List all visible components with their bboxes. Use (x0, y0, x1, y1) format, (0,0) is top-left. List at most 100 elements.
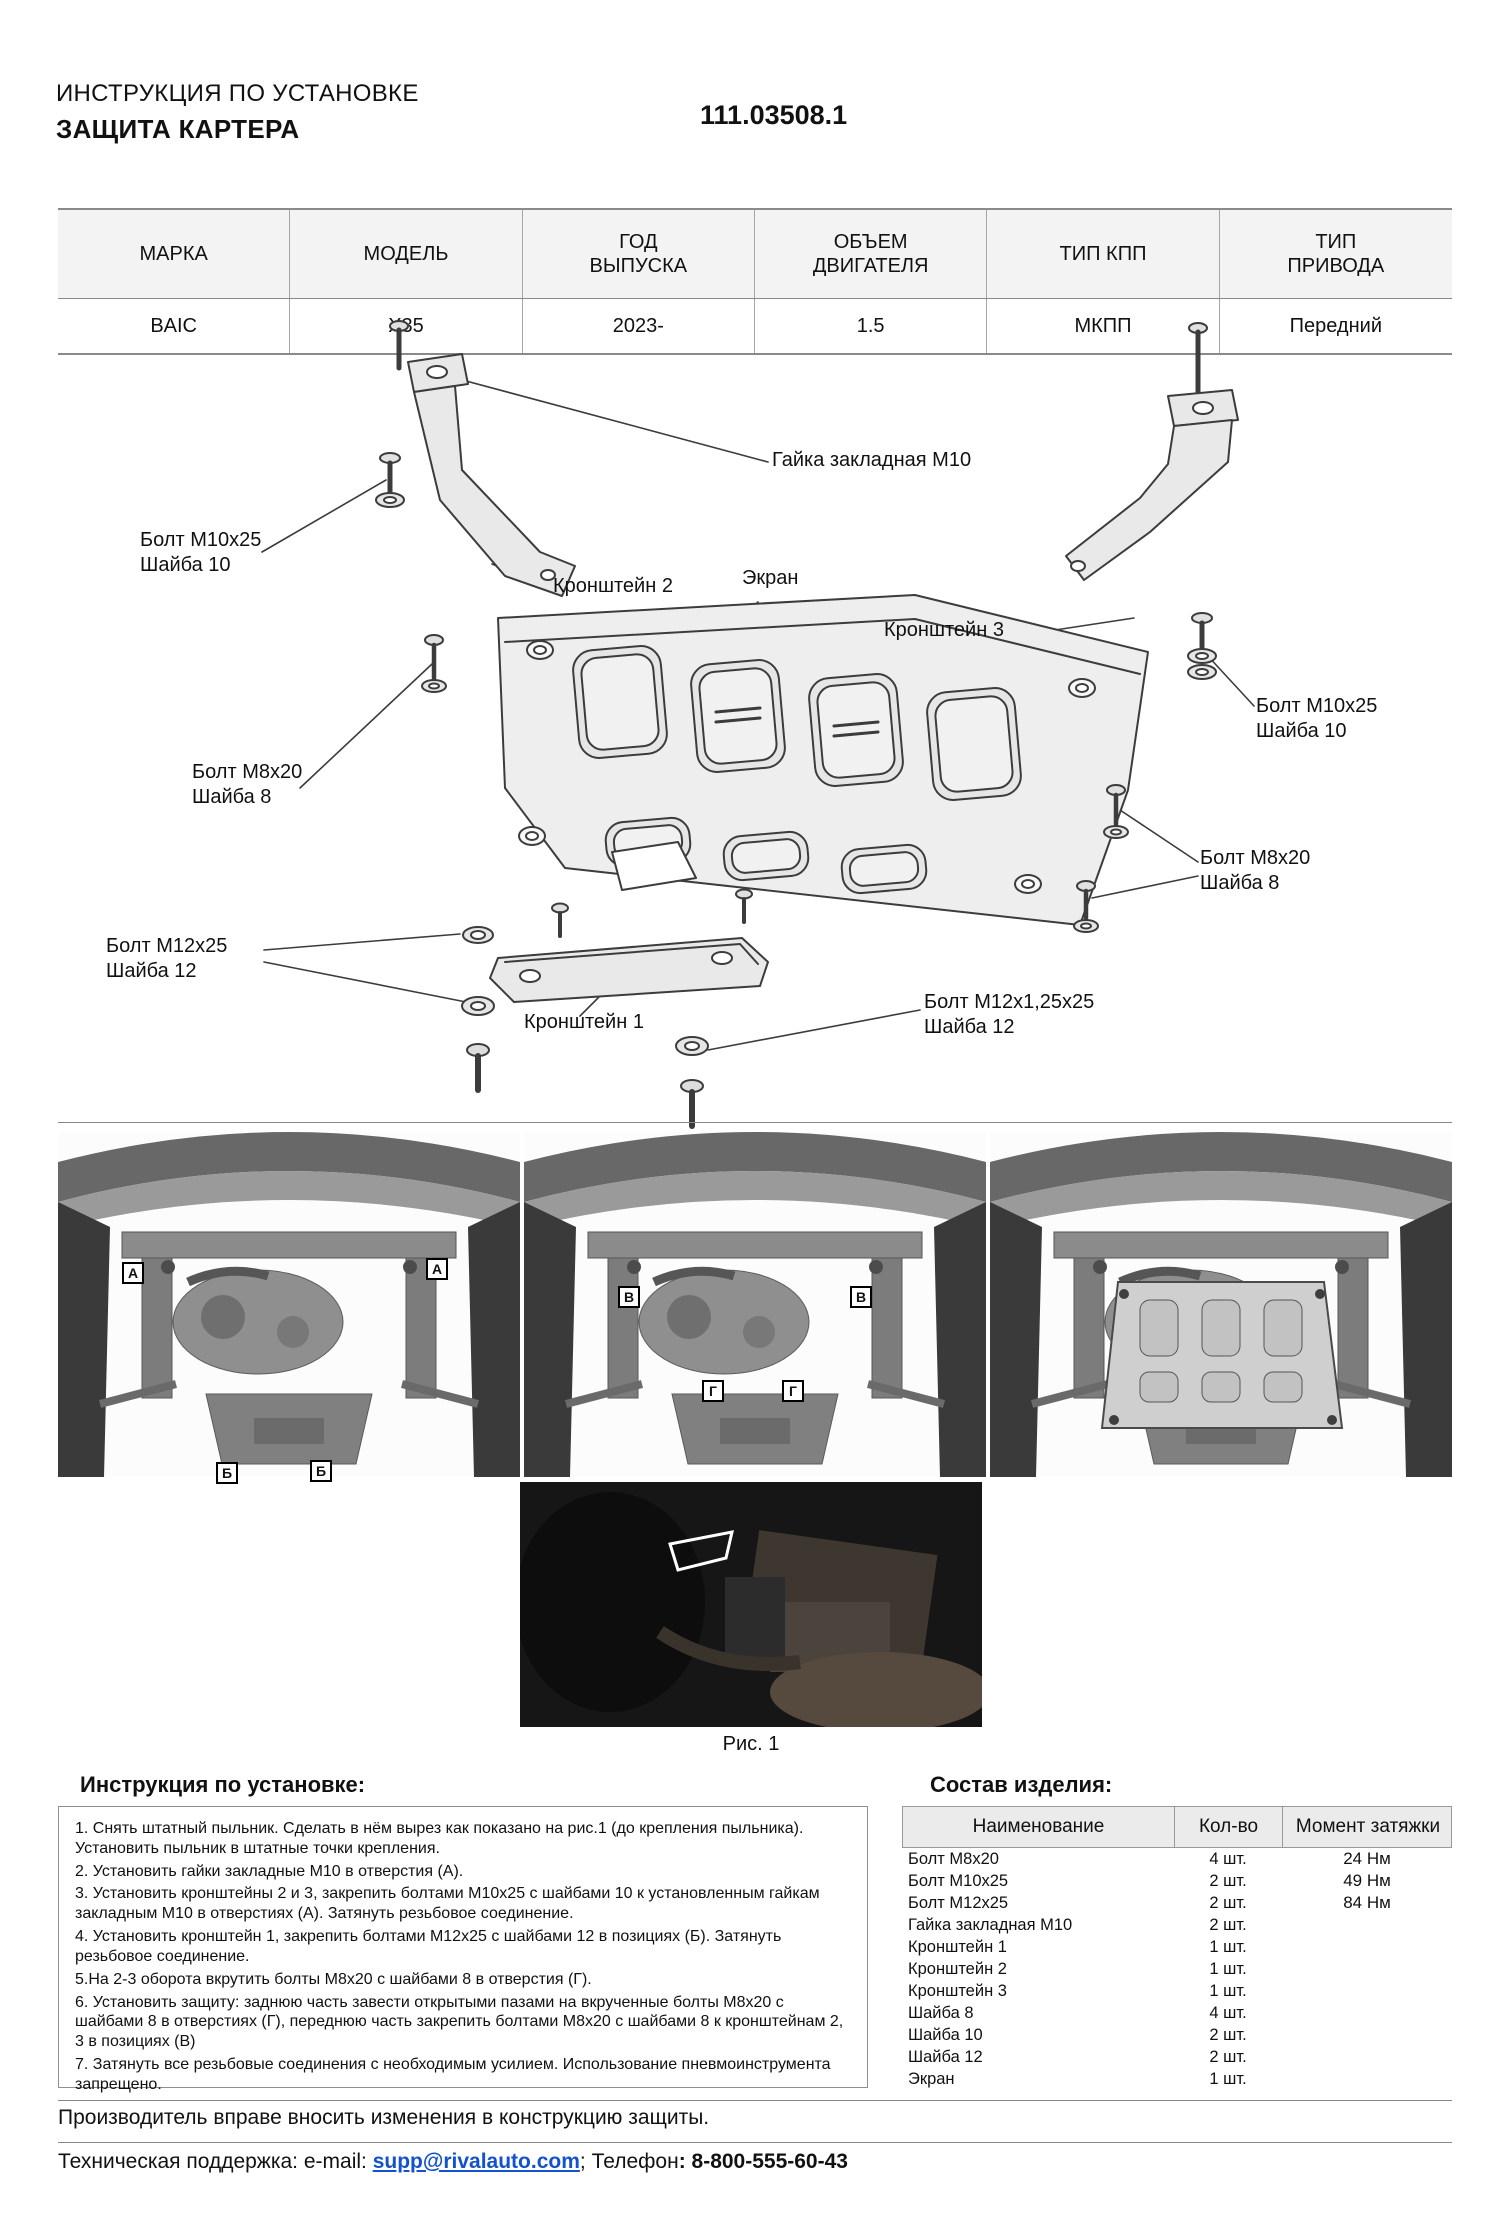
parts-row: Болт М10х25 2 шт. 49 Нм (902, 1870, 1452, 1892)
spec-header-year: ГОД ВЫПУСКА (523, 210, 755, 298)
parts-col-name: Наименование (903, 1807, 1175, 1847)
bolt-m8-right-drawing (1073, 784, 1129, 933)
spec-table-header-row: МАРКА МОДЕЛЬ ГОД ВЫПУСКА ОБЪЕМ ДВИГАТЕЛЯ… (58, 210, 1452, 299)
manufacturer-disclaimer: Производитель вправе вносить изменения в… (58, 2106, 710, 2129)
bracket-1-drawing (489, 937, 769, 1003)
instruction-step: 2. Установить гайки закладные М10 в отве… (75, 1862, 464, 1880)
label-bolt-m8-left: Болт М8х20 Шайба 8 (192, 761, 303, 808)
parts-table-header: Наименование Кол-во Момент затяжки (902, 1806, 1452, 1848)
support-email-link[interactable]: supp@rivalauto.com (372, 2150, 580, 2173)
parts-row: Гайка закладная М10 2 шт. (902, 1914, 1452, 1936)
part-qty: 2 шт. (1209, 1915, 1247, 1934)
instruction-step: 3. Установить кронштейны 2 и 3, закрепит… (75, 1885, 820, 1923)
support-line: Техническая поддержка: e-mail: supp@riva… (58, 2150, 848, 2174)
part-name: Кронштейн 2 (908, 1959, 1007, 1978)
callout-v-marker: В (850, 1286, 872, 1308)
support-prefix: Техническая поддержка: e-mail: (58, 2150, 373, 2173)
parts-row: Экран 1 шт. (902, 2068, 1452, 2090)
product-title: ЗАЩИТА КАРТЕРА (56, 114, 300, 144)
part-torque: 84 Нм (1343, 1893, 1391, 1912)
part-name: Кронштейн 3 (908, 1981, 1007, 2000)
instructions-title: Инструкция по установке: (80, 1772, 366, 1797)
plate-holes (518, 640, 1096, 894)
phone-label: Телефон (591, 2150, 679, 2173)
part-name: Болт М8х20 (908, 1849, 999, 1868)
part-qty: 1 шт. (1209, 2069, 1247, 2088)
instruction-step: 6. Установить защиту: заднюю часть завес… (75, 1993, 844, 2051)
spec-header-engine: ОБЪЕМ ДВИГАТЕЛЯ (755, 210, 988, 298)
plate-vents (714, 706, 880, 738)
bolt-m12-left-drawing (461, 926, 495, 1093)
spec-value-engine: 1.5 (755, 299, 988, 353)
part-name: Шайба 8 (908, 2003, 974, 2022)
part-name: Кронштейн 1 (908, 1937, 1007, 1956)
part-qty: 2 шт. (1209, 1871, 1247, 1890)
label-bolt-m10-left: Болт М10х25 Шайба 10 (140, 529, 262, 576)
part-name: Болт М10х25 (908, 1871, 1009, 1890)
screen-plate-drawing (497, 594, 1149, 926)
plate-slots (572, 645, 1022, 801)
photo-underbody-holes-v-g (524, 1132, 986, 1477)
spec-header-brand: МАРКА (58, 210, 291, 298)
parts-row: Шайба 8 4 шт. (902, 2002, 1452, 2024)
plate-cutout (611, 841, 697, 891)
rear-bolts-drawing (551, 888, 753, 938)
part-name: Шайба 12 (908, 2047, 983, 2066)
part-number: 111.03508.1 (700, 100, 848, 130)
part-torque: 49 Нм (1343, 1871, 1391, 1890)
part-qty: 2 шт. (1209, 2025, 1247, 2044)
bolt-m12-right-drawing (675, 1036, 709, 1129)
instruction-step: 1. Снять штатный пыльник. Сделать в нём … (75, 1820, 804, 1857)
parts-row: Шайба 10 2 шт. (902, 2024, 1452, 2046)
photo-figure-1 (520, 1482, 982, 1727)
footer-divider-1 (58, 2100, 1452, 2101)
callout-g-marker: Г (782, 1380, 804, 1402)
part-qty: 1 шт. (1209, 1937, 1247, 1956)
parts-row: Болт М12х25 2 шт. 84 Нм (902, 1892, 1452, 1914)
part-name: Шайба 10 (908, 2025, 983, 2044)
spec-header-gearbox: ТИП КПП (987, 210, 1220, 298)
parts-col-torque: Момент затяжки (1295, 1816, 1441, 1837)
bolt-m8-left-drawing (421, 634, 447, 693)
figure-caption: Рис. 1 (722, 1733, 780, 1755)
spec-value-gearbox: МКПП (987, 299, 1220, 353)
instructions-box: 1. Снять штатный пыльник. Сделать в нём … (58, 1806, 868, 2093)
bracket-2-drawing (375, 320, 576, 597)
support-phone: : 8-800-555-60-43 (678, 2150, 848, 2173)
parts-title: Состав изделия: (930, 1772, 1113, 1797)
part-qty: 1 шт. (1209, 1959, 1247, 1978)
leader-lines (261, 373, 1255, 1051)
callout-a-marker: А (122, 1262, 144, 1284)
divider-above-photos (58, 1122, 1452, 1123)
callout-v-marker: В (618, 1286, 640, 1308)
label-bolt-m10-right: Болт М10х25 Шайба 10 (1256, 695, 1378, 742)
callout-a-marker: А (426, 1258, 448, 1280)
label-bracket-1: Кронштейн 1 (524, 1011, 644, 1033)
parts-col-qty: Кол-во (1175, 1807, 1283, 1847)
spec-table-value-row: BAIC X35 2023- 1.5 МКПП Передний (58, 299, 1452, 353)
parts-row: Кронштейн 3 1 шт. (902, 1980, 1452, 2002)
part-qty: 4 шт. (1209, 2003, 1247, 2022)
doc-type-title: ИНСТРУКЦИЯ ПО УСТАНОВКЕ (56, 80, 419, 107)
instruction-step: 7. Затянуть все резьбовые соединения с н… (75, 2056, 831, 2093)
label-bolt-m12-right: Болт М12х1,25х25 Шайба 12 (924, 991, 1095, 1038)
label-screen: Экран (742, 567, 799, 589)
parts-row: Кронштейн 2 1 шт. (902, 1958, 1452, 1980)
cutout-outline (668, 1530, 734, 1572)
parts-row: Болт М8х20 4 шт. 24 Нм (902, 1848, 1452, 1870)
footer-divider-2 (58, 2142, 1452, 2143)
callout-g-marker: Г (702, 1380, 724, 1402)
spec-table: МАРКА МОДЕЛЬ ГОД ВЫПУСКА ОБЪЕМ ДВИГАТЕЛЯ… (58, 208, 1452, 355)
part-name: Болт М12х25 (908, 1893, 1009, 1912)
spec-value-brand: BAIC (58, 299, 291, 353)
parts-row: Кронштейн 1 1 шт. (902, 1936, 1452, 1958)
bracket-3-drawing (1065, 322, 1239, 680)
part-qty: 4 шт. (1209, 1849, 1247, 1868)
part-qty: 1 шт. (1209, 1981, 1247, 2000)
label-bracket-2: Кронштейн 2 (553, 575, 673, 597)
instruction-step: 5.На 2-3 оборота вкрутить болты М8х20 с … (75, 1970, 592, 1988)
callout-b-marker: Б (310, 1460, 332, 1482)
spec-value-year: 2023- (523, 299, 755, 353)
callout-b-marker: Б (216, 1462, 238, 1484)
